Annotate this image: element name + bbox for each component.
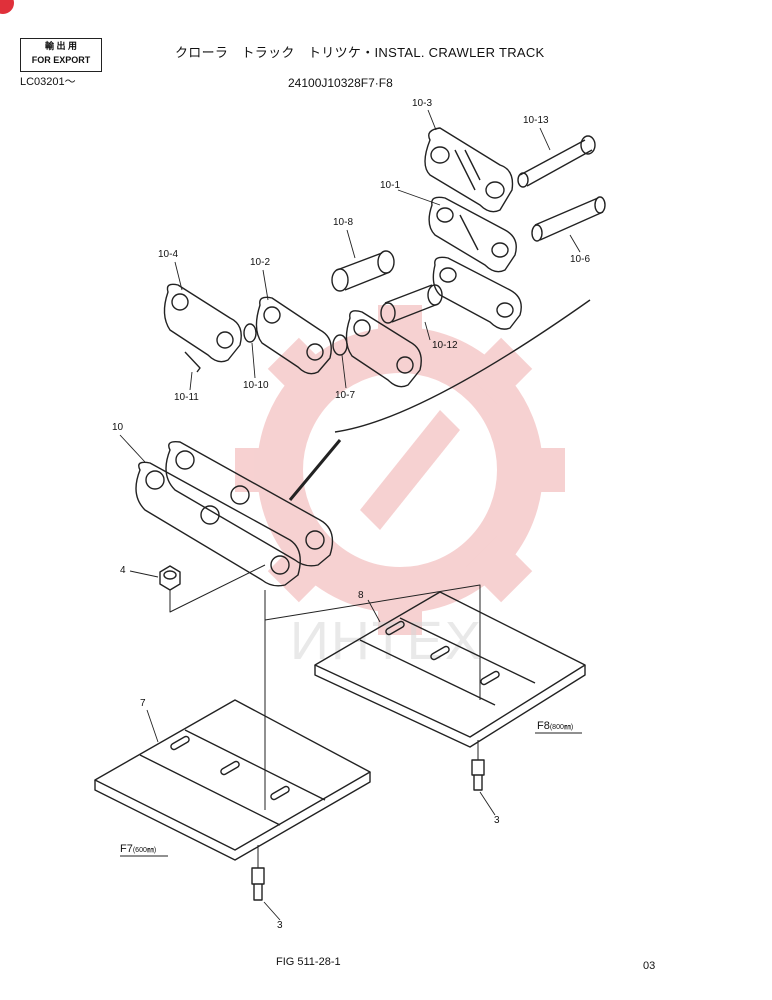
serial-range: LC03201～ — [20, 76, 76, 88]
link-10-4 — [163, 283, 242, 363]
variant-f8-code: F8 — [537, 720, 550, 732]
model-number: 24100J10328F7·F8 — [288, 76, 393, 90]
track-shoe-7 — [94, 699, 371, 861]
seal-10-7 — [332, 334, 348, 356]
pin-10-6 — [531, 196, 606, 242]
label-10-1: 10-1 — [380, 180, 401, 191]
pin-10-13 — [517, 135, 596, 188]
callout-arc — [334, 299, 591, 433]
label-10-3: 10-3 — [412, 98, 433, 109]
stamp-line-1: 輸 出 用 — [44, 41, 77, 51]
bushing-10-8 — [331, 250, 395, 292]
link-10-3-lower — [432, 256, 522, 330]
label-10-12: 10-12 — [432, 340, 458, 351]
variant-f7-code: F7 — [120, 843, 133, 855]
spring-pin-10-11 — [184, 351, 201, 373]
link-10-front — [345, 310, 422, 388]
stamp-line-2: FOR EXPORT — [31, 55, 91, 65]
seal-10-10 — [243, 323, 257, 343]
label-10-11: 10-11 — [174, 392, 199, 403]
label-10-7: 10-7 — [335, 390, 356, 401]
label-10-6: 10-6 — [570, 254, 591, 265]
variant-f8-size: (800㎜) — [549, 724, 574, 731]
bolt-3-left — [251, 867, 265, 901]
page-number: 03 — [643, 960, 656, 972]
bushing-10-12 — [380, 284, 443, 324]
variant-f8: F8(800㎜) — [537, 720, 573, 732]
figure-number: FIG 511-28-1 — [276, 956, 341, 968]
label-7: 7 — [140, 698, 146, 709]
label-10-13: 10-13 — [523, 115, 549, 126]
track-shoe-8 — [314, 591, 586, 748]
corner-mark — [0, 0, 14, 14]
link-10-3 — [424, 127, 514, 213]
link-10-1 — [428, 196, 517, 273]
label-10-10: 10-10 — [243, 380, 269, 391]
label-10: 10 — [112, 422, 124, 433]
label-8: 8 — [358, 590, 364, 601]
link-10-2 — [255, 296, 332, 375]
variant-f7-size: (600㎜) — [132, 847, 157, 854]
variant-f7: F7(600㎜) — [120, 843, 156, 855]
nut-4 — [159, 565, 181, 591]
label-4: 4 — [120, 565, 126, 576]
bolt-3-right — [471, 759, 485, 791]
label-3-left: 3 — [277, 920, 283, 931]
label-3-right: 3 — [494, 815, 500, 826]
callout-pointer — [288, 439, 342, 501]
export-stamp: 輸 出 用 FOR EXPORT — [20, 38, 102, 72]
page-title: クローラ トラック トリツケ・INSTAL. CRAWLER TRACK — [175, 45, 545, 60]
label-10-4: 10-4 — [158, 249, 179, 260]
label-10-2: 10-2 — [250, 257, 271, 268]
track-link-assembly-10 — [135, 440, 334, 587]
label-10-8: 10-8 — [333, 217, 354, 228]
